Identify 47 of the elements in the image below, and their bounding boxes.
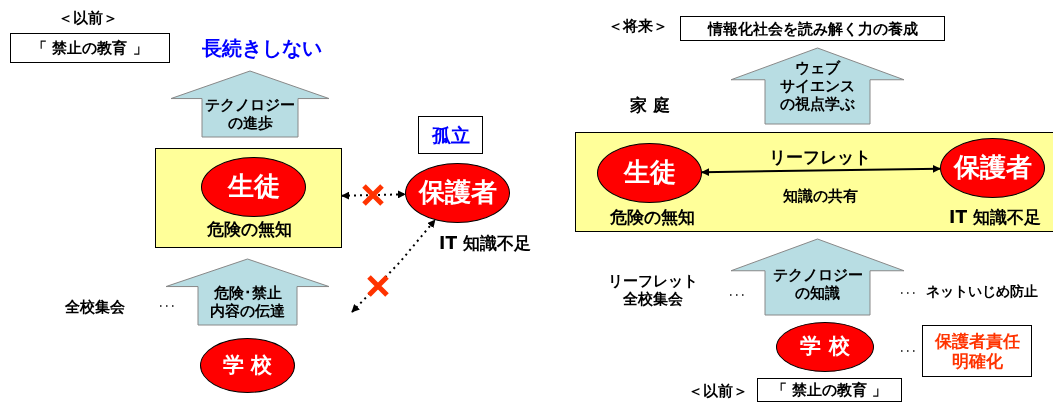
highlight-box — [155, 148, 342, 248]
node-label: 保護者 — [418, 177, 497, 209]
caption-text: ＜以前＞ — [57, 9, 119, 27]
band-heading: 家 庭 — [629, 95, 671, 116]
arrow — [701, 164, 941, 177]
ellipsis-text: ･･･ — [727, 289, 747, 303]
caption-text: 危険の無知 — [608, 207, 696, 228]
caption-text: IT 知識不足 — [948, 207, 1042, 228]
up-arrow-shape — [730, 47, 905, 125]
label-text: 知識の共有 — [781, 187, 859, 205]
up-arrow-shape — [170, 70, 330, 138]
arrow-label: テクノロジーの進歩 — [204, 96, 296, 132]
up-arrow-shape — [730, 238, 905, 316]
arrow — [351, 219, 436, 313]
ellipsis-text: ･･･ — [898, 345, 918, 359]
note-text: 長続きしない — [201, 36, 323, 60]
node-label: 生徒 — [227, 171, 280, 203]
arrow-label: ウェブサイエンスの視点学ぶ — [779, 59, 856, 113]
box-label: 「 禁止の教育 」 — [771, 381, 888, 399]
text-box — [757, 378, 902, 402]
box-label: 「 禁止の教育 」 — [32, 39, 148, 57]
caption-text: ＜以前＞ — [687, 382, 749, 400]
text-box — [680, 16, 945, 41]
ellipsis-text: ･･･ — [157, 300, 177, 314]
edge-label: リーフレット — [768, 147, 872, 168]
arrow-label: 危険･禁止内容の伝達 — [209, 284, 286, 320]
up-arrow-shape — [165, 258, 330, 326]
box-label: 危険の無知 — [206, 219, 293, 240]
text-box — [922, 325, 1032, 377]
label-text: リーフレット全校集会 — [608, 272, 698, 308]
box-label: 保護者責任明確化 — [934, 330, 1020, 372]
node-label: 生徒 — [623, 157, 676, 189]
caption-text: ＜将来＞ — [607, 17, 669, 35]
arrow — [341, 190, 406, 200]
node-label: 学 校 — [222, 352, 273, 379]
highlight-band — [575, 95, 1053, 232]
box-label: 情報化社会を読み解く力の養成 — [707, 19, 918, 38]
ellipsis-text: ･･･ — [898, 287, 918, 301]
text-box — [10, 33, 170, 63]
label-text: ネットいじめ防止 — [926, 283, 1039, 300]
box-label: 孤立 — [431, 123, 470, 147]
text-box — [418, 116, 483, 154]
node-label: 学 校 — [800, 334, 850, 360]
node-label: 保護者 — [953, 152, 1032, 184]
arrow-label: テクノロジーの知識 — [771, 266, 864, 302]
caption-text: IT 知識不足 — [438, 233, 532, 254]
label-text: 全校集会 — [64, 298, 126, 316]
